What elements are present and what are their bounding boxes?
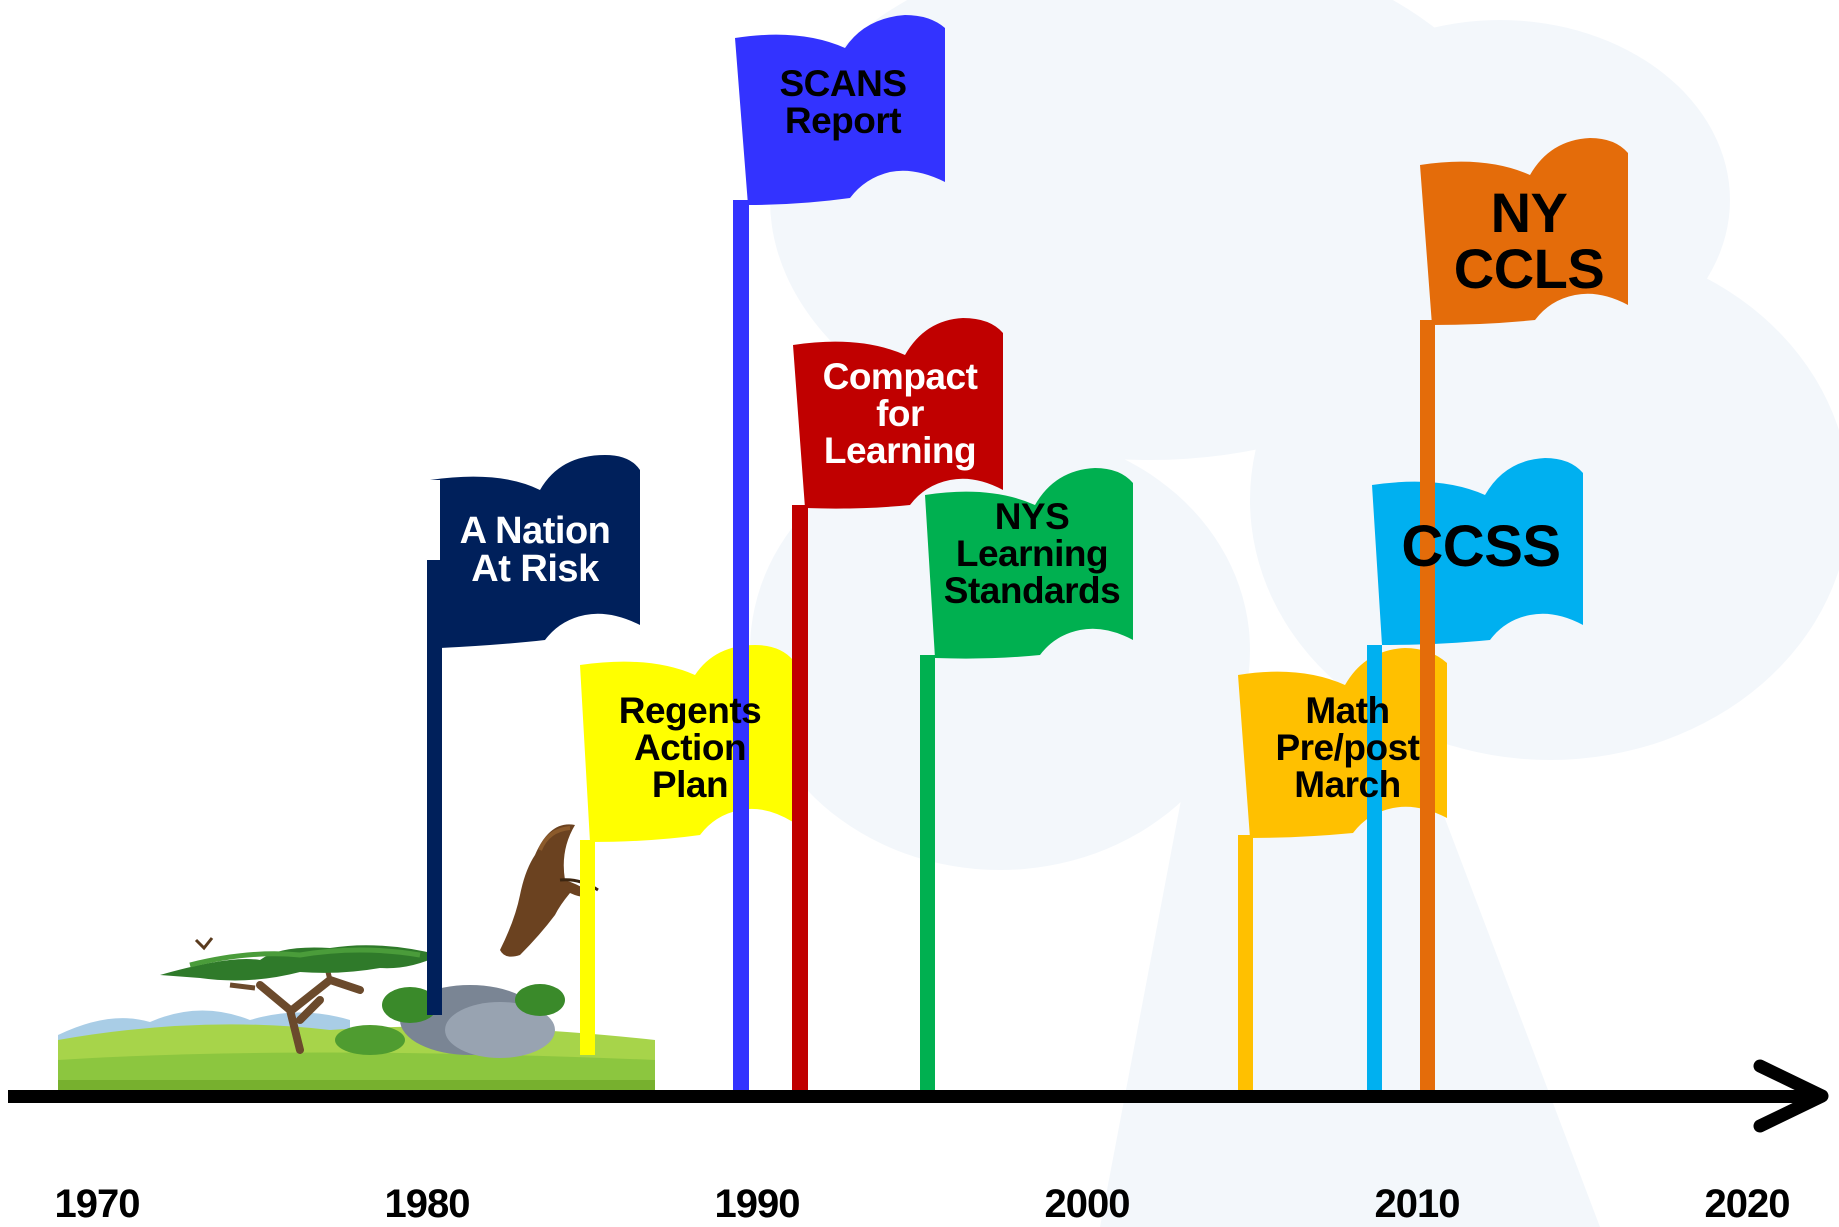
flag-label-line: Compact — [822, 356, 978, 397]
flag-pole — [1367, 645, 1382, 1093]
flag-pole — [427, 560, 442, 1015]
flag-label-line: for — [876, 393, 924, 434]
flag-label-nation-at-risk: A Nation At Risk — [440, 512, 630, 588]
year-label-2010: 2010 — [1374, 1182, 1461, 1226]
savanna-scene-icon — [58, 937, 655, 1095]
year-label-1980: 1980 — [384, 1182, 471, 1226]
flag-pole — [1238, 835, 1253, 1093]
flag-label-line: CCSS — [1401, 514, 1561, 579]
flag-label-math-pre-post-march: Math Pre/post March — [1250, 692, 1445, 803]
flag-label-line: CCLS — [1453, 237, 1605, 300]
flag-label-line: Regents — [618, 690, 762, 731]
year-label-1990: 1990 — [714, 1182, 801, 1226]
flag-banner — [735, 15, 945, 205]
flag-nys-learning-standards — [920, 468, 1133, 1095]
flag-pole — [580, 840, 595, 1055]
flag-label-line: At Risk — [471, 548, 599, 590]
flag-label-ccss: CCSS — [1382, 518, 1580, 576]
flag-label-line: March — [1294, 764, 1401, 805]
flag-label-regents-action-plan: Regents Action Plan — [590, 692, 790, 803]
flag-compact-for-learning — [792, 318, 1003, 1093]
flag-label-line: Learning — [955, 533, 1109, 574]
flag-label-line: Plan — [651, 764, 729, 805]
flag-label-line: NYS — [994, 496, 1070, 537]
flag-label-line: SCANS — [779, 63, 907, 104]
year-label-1970: 1970 — [54, 1182, 141, 1226]
year-label-2000: 2000 — [1044, 1182, 1131, 1226]
flag-label-line: Pre/post — [1275, 727, 1420, 768]
flag-label-line: Standards — [943, 570, 1121, 611]
flag-pole — [733, 200, 749, 1093]
flag-label-line: Math — [1305, 690, 1390, 731]
flag-pole — [792, 505, 808, 1093]
flag-math-pre-post-march — [1238, 648, 1447, 1093]
flag-label-line: Learning — [823, 430, 977, 471]
flag-label-compact-for-learning: Compact for Learning — [805, 358, 995, 469]
flag-label-ny-ccls: NY CCLS — [1432, 185, 1626, 297]
year-label-2020: 2020 — [1704, 1182, 1791, 1226]
flag-label-nys-learning-standards: NYS Learning Standards — [932, 498, 1132, 609]
flag-label-scans-report: SCANS Report — [748, 65, 938, 139]
flag-scans-report — [733, 15, 945, 1093]
flag-banner — [925, 468, 1133, 659]
flag-pole — [920, 655, 935, 1095]
arrow-head-icon — [1753, 1059, 1829, 1133]
flag-label-line: NY — [1490, 181, 1568, 244]
flag-banner — [1420, 138, 1628, 325]
flag-pole — [1420, 320, 1435, 1093]
flag-nation-at-risk — [427, 455, 640, 1015]
timeline-axis-line — [8, 1090, 1808, 1103]
flag-banner — [1238, 648, 1447, 838]
flag-banner — [430, 455, 640, 648]
flag-ny-ccls — [1420, 138, 1628, 1093]
flag-label-line: Action — [633, 727, 747, 768]
flag-banner — [793, 318, 1003, 509]
flag-label-line: Report — [784, 100, 902, 141]
flag-label-line: A Nation — [459, 510, 611, 552]
